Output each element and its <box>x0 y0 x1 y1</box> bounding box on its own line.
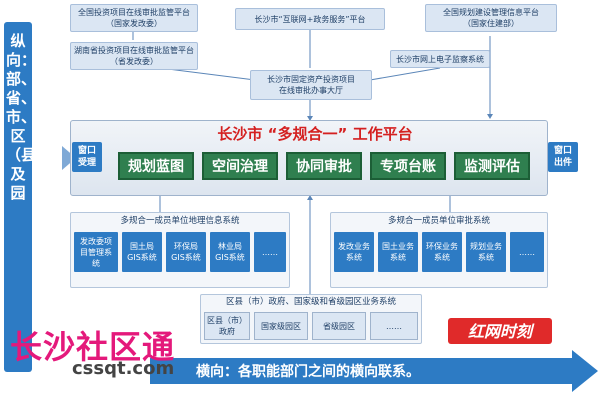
geo-item-ndrc: 发改委项目管理系统 <box>74 232 118 272</box>
vertical-relation-text: 纵向：部、省、市、区（县）及园 <box>6 32 52 202</box>
national-planning-platform-box: 全国规划建设管理信息平台（国家住建部） <box>425 4 557 32</box>
window-accept-label: 窗口受理 <box>72 142 102 172</box>
approval-item-more: …… <box>510 232 544 272</box>
district-panel-title: 区县（市）政府、国家级和省级园区业务系统 <box>225 297 396 307</box>
horizontal-relation-text: 横向：各职能部门之间的横向联系。 <box>196 364 420 380</box>
national-invest-platform-box: 全国投资项目在线审批监管平台（国家发改委） <box>70 4 198 32</box>
watermark-url: cssqt.com <box>72 358 175 379</box>
approval-item-planning: 规划业务系统 <box>466 232 506 272</box>
approval-hall-box: 长沙市固定资产投资项目在线审批办事大厅 <box>250 70 372 100</box>
svg-text:红网时刻: 红网时刻 <box>468 322 535 341</box>
approval-item-land: 国土业务系统 <box>378 232 418 272</box>
module-blueprint: 规划蓝图 <box>118 152 194 180</box>
hongwang-logo: 红网时刻 <box>448 318 552 344</box>
geo-info-panel-title: 多规合一成员单位地理信息系统 <box>120 216 240 226</box>
watermark-chinese: 长沙社区通 <box>10 328 176 366</box>
vertical-relation-bar <box>4 22 32 372</box>
district-item-more: …… <box>370 312 418 340</box>
changsha-internet-platform-box: 长沙市“互联网+政务服务”平台 <box>235 8 385 30</box>
geo-item-more: …… <box>254 232 286 272</box>
approval-panel-title: 多规合一成员单位审批系统 <box>387 216 490 226</box>
window-deliver-label: 窗口出件 <box>548 142 578 172</box>
district-item-national-park: 国家级园区 <box>254 312 308 340</box>
approval-item-env: 环保业务系统 <box>422 232 462 272</box>
online-supervision-box: 长沙市网上电子监察系统 <box>390 50 490 68</box>
module-special-ledger: 专项台账 <box>370 152 446 180</box>
district-item-provincial-park: 省级园区 <box>312 312 366 340</box>
module-monitoring: 监测评估 <box>454 152 530 180</box>
approval-item-ndrc: 发改业务系统 <box>334 232 374 272</box>
module-coop-approval: 协同审批 <box>286 152 362 180</box>
module-space-governance: 空间治理 <box>202 152 278 180</box>
platform-title: 长沙市 “多规合一” 工作平台 <box>217 125 413 143</box>
hunan-invest-platform-box: 湖南省投资项目在线审批监管平台（省发改委） <box>70 42 198 70</box>
district-item-county: 区县（市）政府 <box>204 312 250 340</box>
